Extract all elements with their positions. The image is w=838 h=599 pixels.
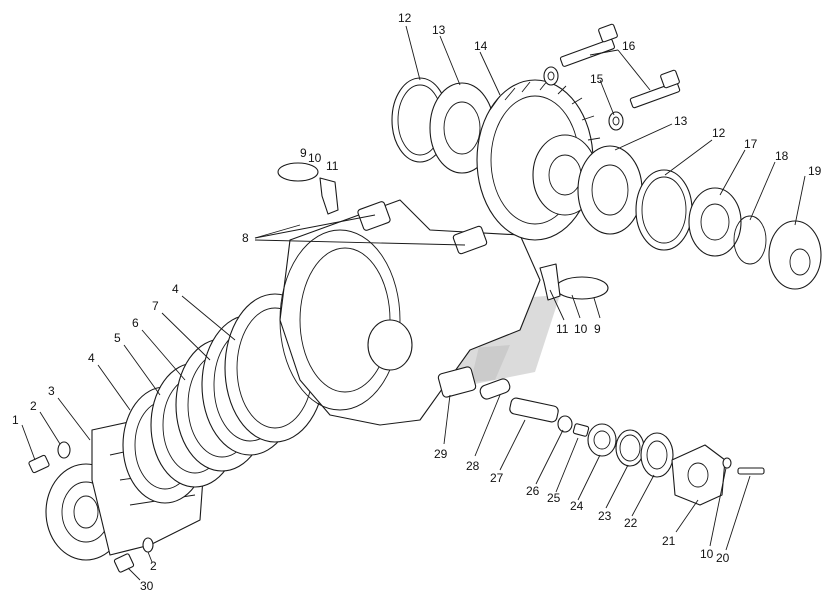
bolt-16-upper: [559, 23, 618, 67]
callout-8: 8: [242, 231, 249, 245]
differential-housing: [279, 199, 541, 426]
callout-14: 14: [474, 39, 488, 53]
cap-24: [587, 423, 617, 457]
callout-4-right: 4: [172, 282, 179, 296]
callout-29: 29: [434, 447, 448, 461]
callout-9-lower: 9: [594, 322, 601, 336]
washer-15-lower: [608, 111, 624, 131]
callout-10-upper: 10: [308, 151, 322, 165]
leader-lines: [21, 25, 806, 581]
washer-2-upper: [57, 441, 71, 459]
callout-19: 19: [808, 164, 822, 178]
callout-11-lower: 11: [556, 322, 569, 336]
callout-6: 6: [132, 316, 139, 330]
callout-16: 16: [622, 39, 636, 53]
callout-23: 23: [598, 509, 612, 523]
callout-9-upper: 9: [300, 146, 307, 160]
callout-12-upper: 12: [398, 11, 412, 25]
bolt-16-lower: [629, 69, 681, 109]
callout-18: 18: [775, 149, 789, 163]
callout-4-left: 4: [88, 351, 95, 365]
sleeve-27: [509, 397, 559, 423]
coupling-19: [768, 220, 822, 290]
callout-22: 22: [624, 516, 638, 530]
callout-2-upper: 2: [30, 399, 37, 413]
pin-28: [479, 378, 511, 400]
washer-15-upper: [543, 66, 559, 86]
callout-15: 15: [590, 72, 604, 86]
nut-26: [557, 415, 573, 433]
bolt-20: [737, 467, 765, 475]
plate-9-10-11-lower: [539, 263, 609, 301]
cover-21: [671, 444, 726, 506]
snap-ring-18: [733, 215, 767, 265]
callout-26: 26: [526, 484, 540, 498]
callout-1: 1: [12, 413, 19, 427]
plug-25: [572, 423, 590, 437]
callout-30: 30: [140, 579, 154, 593]
callout-25: 25: [547, 491, 561, 505]
bolt-30: [113, 553, 135, 573]
bearing-13-right: [577, 145, 643, 235]
washer-10-lower: [722, 457, 732, 469]
callout-2-lower: 2: [150, 559, 157, 573]
pinion-bolt-1: [28, 454, 50, 474]
plate-9-10-11-upper: [277, 162, 339, 215]
callout-13-upper: 13: [432, 23, 446, 37]
side-gear-17: [688, 187, 742, 257]
callout-13-lower: 13: [674, 114, 688, 128]
retaining-ring-12-right: [635, 169, 693, 251]
callout-labels: 1 2 3 4 5 6 7 4 8 9 10 11 12 13 14 15 16…: [12, 11, 822, 593]
callout-24: 24: [570, 499, 584, 513]
gasket-22: [640, 432, 674, 478]
callout-10-mid: 10: [574, 322, 588, 336]
washer-2-lower: [142, 537, 154, 553]
callout-7: 7: [152, 299, 159, 313]
callout-17: 17: [744, 137, 758, 151]
callout-27: 27: [490, 471, 504, 485]
callout-11-upper: 11: [326, 159, 339, 173]
callout-5: 5: [114, 331, 121, 345]
callout-10-lower: 10: [700, 547, 714, 561]
seal-23: [615, 429, 645, 467]
callout-21: 21: [662, 534, 676, 548]
callout-12-lower: 12: [712, 126, 726, 140]
callout-28: 28: [466, 459, 480, 473]
spring-29: [437, 366, 477, 398]
callout-3: 3: [48, 384, 55, 398]
callout-20: 20: [716, 551, 730, 565]
